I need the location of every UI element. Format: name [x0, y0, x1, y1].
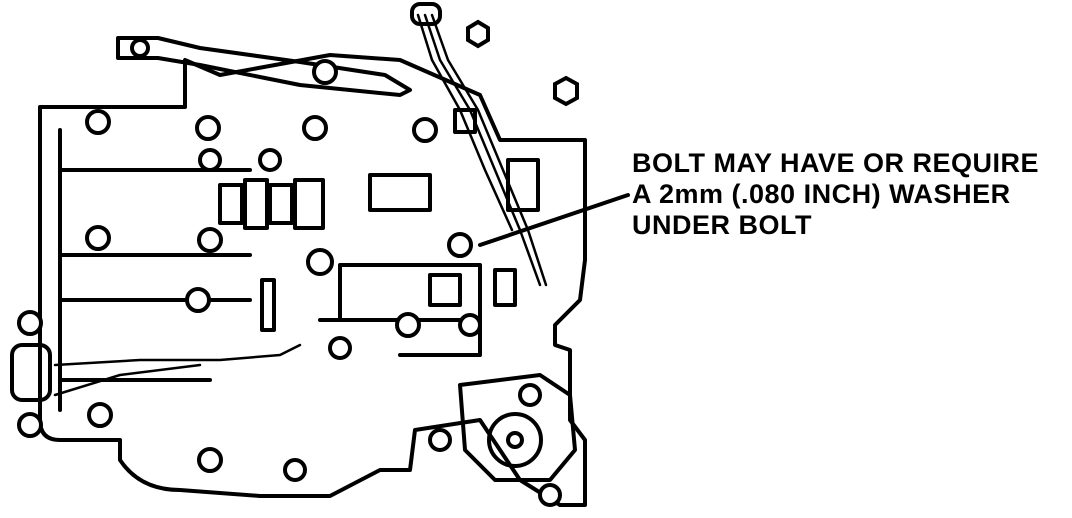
wiring-harness: [53, 2, 548, 397]
callout-line-2: A 2mm (.080 INCH) WASHER: [632, 179, 1011, 209]
callout-line-3: UNDER BOLT: [632, 210, 812, 240]
accumulator-left: [10, 343, 52, 402]
leader-line: [478, 193, 630, 247]
callout-line-1: BOLT MAY HAVE OR REQUIRE: [632, 148, 1040, 178]
spool-valves: [218, 173, 432, 332]
valve-body-outline: [38, 53, 587, 507]
bolts: [17, 19, 579, 507]
servo-housing: [458, 373, 577, 482]
washer-callout: BOLT MAY HAVE OR REQUIRE A 2mm (.080 INC…: [632, 148, 1062, 241]
manual-valve-lever: [116, 36, 412, 97]
